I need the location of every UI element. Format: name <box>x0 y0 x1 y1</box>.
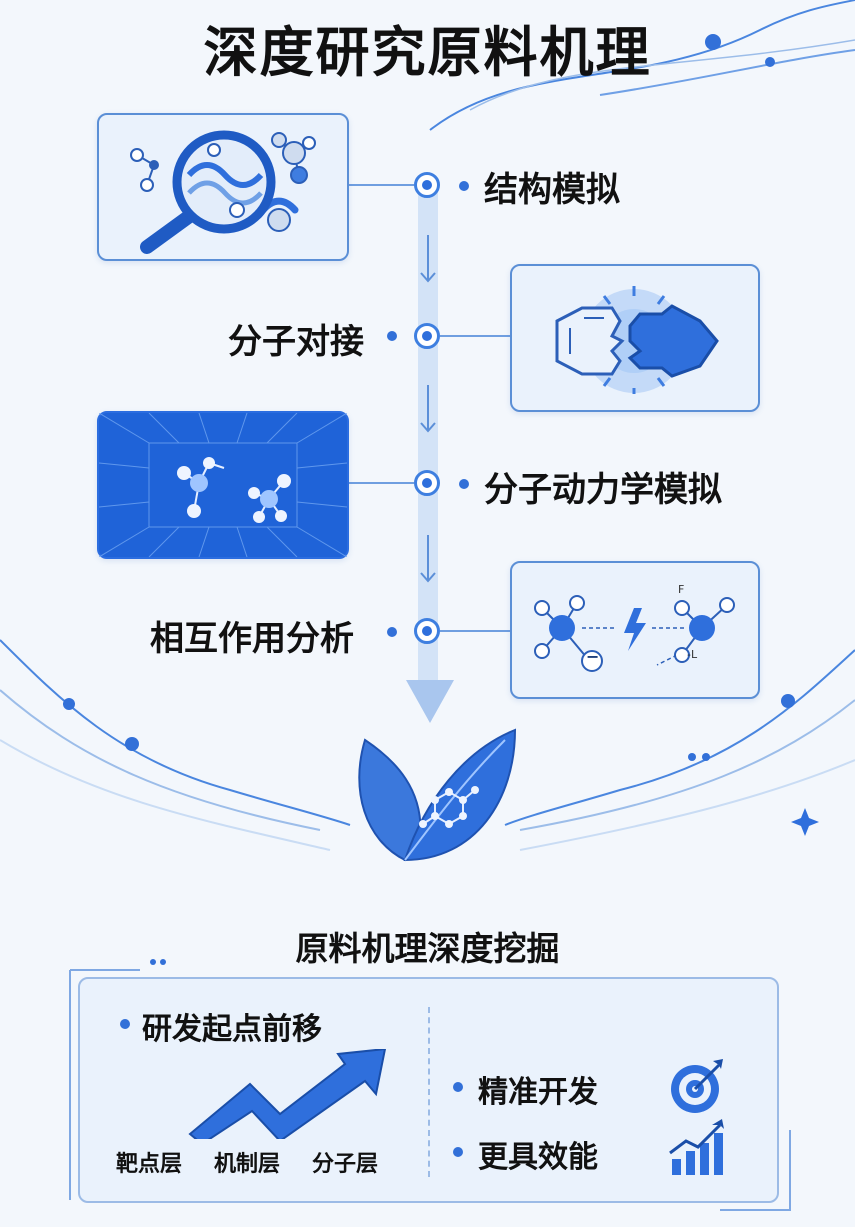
step-bullet <box>459 479 469 489</box>
step-label-molecular-docking: 分子对接 <box>228 322 364 362</box>
layer-label-molecule: 分子层 <box>312 1152 379 1177</box>
target-icon <box>671 1059 723 1113</box>
flow-node-2 <box>414 323 440 349</box>
molecular-dynamics-card <box>97 411 349 559</box>
magnifier-molecule-icon <box>130 130 316 254</box>
flow-node-1 <box>414 172 440 198</box>
side-label-f: F <box>678 583 685 596</box>
section-title: 原料机理深度挖掘 <box>295 929 560 968</box>
step-bullet <box>459 181 469 191</box>
step-label-molecular-dynamics: 分子动力学模拟 <box>484 470 722 510</box>
flow-line <box>406 187 454 723</box>
step-bullet <box>387 627 397 637</box>
bullet-dot <box>453 1082 463 1092</box>
left-heading: 研发起点前移 <box>142 1012 322 1047</box>
puzzle-molecule-icon <box>555 286 719 394</box>
right-item-precise-development: 精准开发 <box>478 1075 598 1110</box>
flow-node-4 <box>414 618 440 644</box>
rising-arrow-icon <box>188 1049 387 1139</box>
layer-label-target: 靶点层 <box>116 1152 183 1177</box>
leaf-molecule-icon <box>358 728 517 862</box>
bullet-dot <box>453 1147 463 1157</box>
bullet-dot <box>120 1019 130 1029</box>
side-label-l: -L <box>687 648 698 661</box>
structure-simulation-card <box>97 113 349 261</box>
page-title: 深度研究原料机理 <box>203 21 652 84</box>
right-item-more-effective: 更具效能 <box>478 1140 598 1175</box>
layer-label-mechanism: 机制层 <box>214 1152 281 1177</box>
bar-growth-icon <box>669 1119 724 1175</box>
molecular-docking-card <box>510 264 760 412</box>
interaction-analysis-card: − F -L <box>510 561 760 699</box>
step-label-structure-simulation: 结构模拟 <box>484 170 620 210</box>
flow-node-3 <box>414 470 440 496</box>
negative-charge-label: − <box>586 647 600 666</box>
summary-panel: 研发起点前移 靶点层 机制层 分子层 精准开发 更具效能 <box>78 977 779 1203</box>
interaction-molecules-icon <box>534 595 735 672</box>
dynamics-grid-icon <box>98 412 348 558</box>
step-bullet <box>387 331 397 341</box>
panel-divider <box>428 1007 430 1177</box>
connector-lines <box>345 184 510 632</box>
step-label-interaction-analysis: 相互作用分析 <box>150 619 354 659</box>
